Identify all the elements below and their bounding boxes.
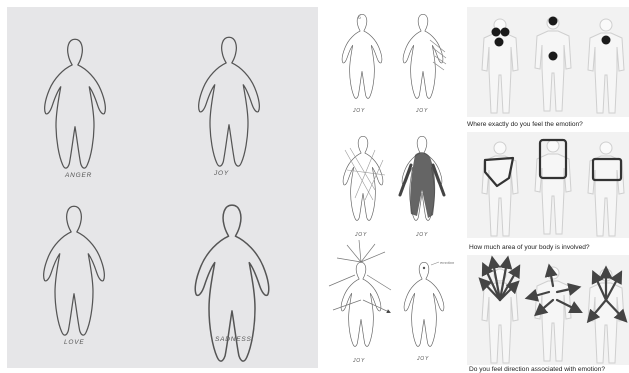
figure-label: JOY bbox=[213, 170, 229, 177]
photo-panel-area bbox=[467, 132, 629, 238]
sketch-rays-joy: JOY bbox=[329, 240, 391, 364]
svg-text:6: 6 bbox=[358, 15, 361, 21]
study-grid: 6 JOY JOY JOY JOY JOY bbox=[325, 0, 629, 372]
sketch-shaded-joy: JOY bbox=[400, 136, 444, 238]
figure-label: LOVE bbox=[64, 339, 85, 346]
sensation-dot bbox=[501, 28, 510, 37]
figure-joy: JOY bbox=[199, 37, 260, 177]
sketch-plain-joy: 6 JOY bbox=[342, 14, 382, 114]
sketch-annotated-joy: emotion JOY bbox=[404, 260, 455, 362]
sketch-label: JOY bbox=[352, 108, 365, 114]
outline-figures-panel: ANGER JOY LOVE SADNESS. bbox=[7, 7, 318, 368]
sketch-label: JOY bbox=[354, 232, 367, 238]
caption-area: How much area of your body is involved? bbox=[469, 244, 590, 251]
sketch-annotation: emotion bbox=[440, 260, 455, 265]
sketch-label: JOY bbox=[415, 232, 428, 238]
outline-figures-canvas: ANGER JOY LOVE SADNESS. bbox=[7, 7, 318, 368]
study-grid-canvas: 6 JOY JOY JOY JOY JOY bbox=[325, 0, 629, 372]
figure-sadness: SADNESS. bbox=[195, 205, 269, 361]
sensation-dot bbox=[495, 38, 504, 47]
sensation-dot bbox=[492, 28, 501, 37]
figure-anger: ANGER bbox=[45, 39, 106, 179]
sketch-lines-joy: JOY bbox=[343, 136, 385, 238]
figure-love: LOVE bbox=[44, 206, 105, 346]
figure-label: SADNESS. bbox=[215, 336, 254, 343]
photo-panel-location bbox=[467, 7, 629, 117]
sensation-dot bbox=[602, 36, 611, 45]
sensation-dot bbox=[549, 17, 558, 26]
sketch-hatched-joy: JOY bbox=[403, 14, 446, 114]
sketch-label: JOY bbox=[415, 108, 428, 114]
photo-panel-direction bbox=[467, 255, 629, 365]
sketch-label: JOY bbox=[416, 356, 429, 362]
sketch-label: JOY bbox=[352, 358, 365, 364]
sensation-dot bbox=[549, 52, 558, 61]
figure-label: ANGER bbox=[64, 172, 92, 179]
caption-location: Where exactly do you feel the emotion? bbox=[467, 121, 583, 128]
